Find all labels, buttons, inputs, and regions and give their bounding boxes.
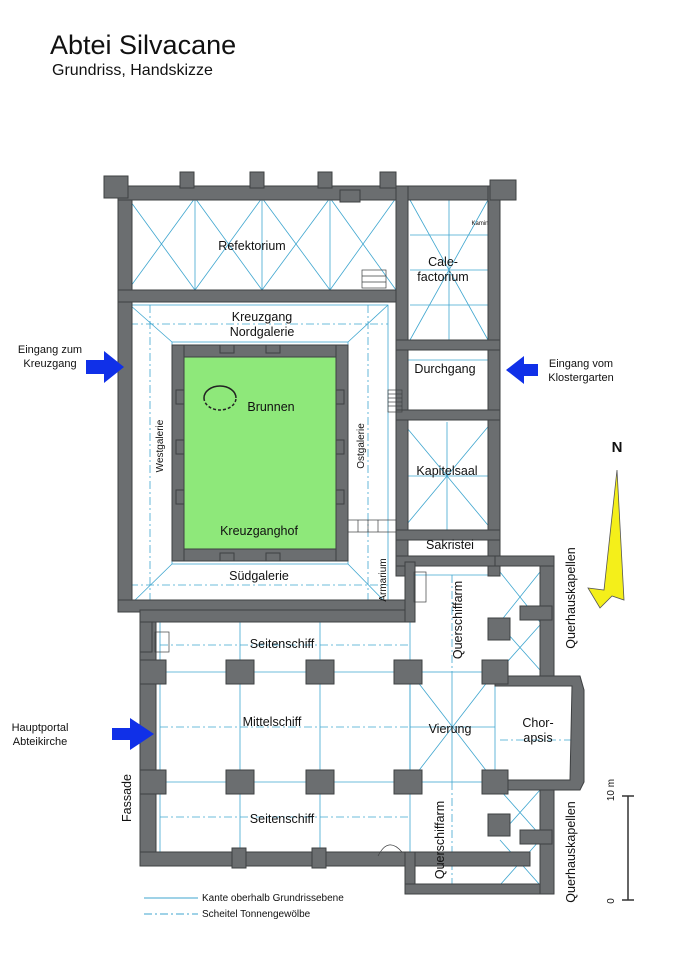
label-seitenschiff-nord: Seitenschiff	[250, 637, 315, 651]
label-chorapsis-2: apsis	[523, 731, 552, 745]
scale-bar	[622, 795, 634, 901]
label-entrance-kreuzgang-2: Kreuzgang	[23, 358, 76, 370]
label-mittelschiff: Mittelschiff	[243, 715, 302, 729]
label-calefactorium-2: factorium	[417, 270, 468, 284]
label-westgalerie: Westgalerie	[155, 419, 166, 472]
legend	[144, 897, 198, 915]
label-refektorium: Refektorium	[218, 239, 285, 253]
page-title: Abtei Silvacane	[50, 30, 237, 60]
label-calefactorium-1: Cale-	[428, 255, 458, 269]
label-sakristei: Sakristei	[426, 538, 474, 552]
page-subtitle: Grundriss, Handskizze	[52, 62, 213, 79]
vault-lines	[127, 197, 580, 886]
walls	[103, 171, 585, 895]
label-chorapsis-1: Chor-	[522, 716, 553, 730]
north-label: N	[612, 439, 623, 456]
label-vierung: Vierung	[429, 722, 472, 736]
label-entrance-klostergarten-2: Klostergarten	[548, 372, 613, 384]
label-durchgang: Durchgang	[414, 362, 475, 376]
label-querhauskapellen-nord: Querhauskapellen	[564, 547, 578, 649]
arrow-right-icon-hauptportal	[112, 718, 154, 750]
label-brunnen: Brunnen	[247, 400, 294, 414]
label-entrance-hauptportal-2: Abteikirche	[13, 736, 67, 748]
label-nordgalerie-1: Kreuzgang	[232, 310, 293, 324]
label-seitenschiff-sued: Seitenschiff	[250, 812, 315, 826]
label-entrance-klostergarten-1: Eingang vom	[549, 358, 613, 370]
label-kamin: Kamin	[471, 221, 488, 227]
label-entrance-hauptportal-1: Hauptportal	[12, 722, 69, 734]
label-querhauskapellen-sued: Querhauskapellen	[564, 801, 578, 903]
north-arrow-icon	[587, 469, 625, 609]
legend-scheitel: Scheitel Tonnengewölbe	[202, 909, 311, 920]
label-nordgalerie-2: Nordgalerie	[230, 325, 295, 339]
label-kreuzganghof: Kreuzganghof	[220, 524, 298, 538]
cloister-courtyard	[183, 356, 337, 550]
stairs	[154, 269, 427, 857]
label-entrance-kreuzgang-1: Eingang zum	[18, 344, 82, 356]
label-ostgalerie: Ostgalerie	[356, 423, 367, 469]
legend-kante: Kante oberhalb Grundrissebene	[202, 893, 344, 904]
label-fassade: Fassade	[120, 774, 134, 822]
label-querschiffarm-sued: Querschiffarm	[433, 801, 447, 879]
scale-zero: 0	[606, 898, 617, 904]
fountain-icon	[203, 385, 237, 411]
label-armarium: Armarium	[378, 558, 389, 601]
label-suedgalerie: Südgalerie	[229, 569, 289, 583]
label-kapitelsaal: Kapitelsaal	[416, 464, 477, 478]
arrow-left-icon-klostergarten	[506, 356, 538, 384]
scale-label: 10 m	[606, 779, 617, 801]
arrow-right-icon-kreuzgang	[86, 351, 124, 383]
label-querschiffarm-nord: Querschiffarm	[451, 581, 465, 659]
